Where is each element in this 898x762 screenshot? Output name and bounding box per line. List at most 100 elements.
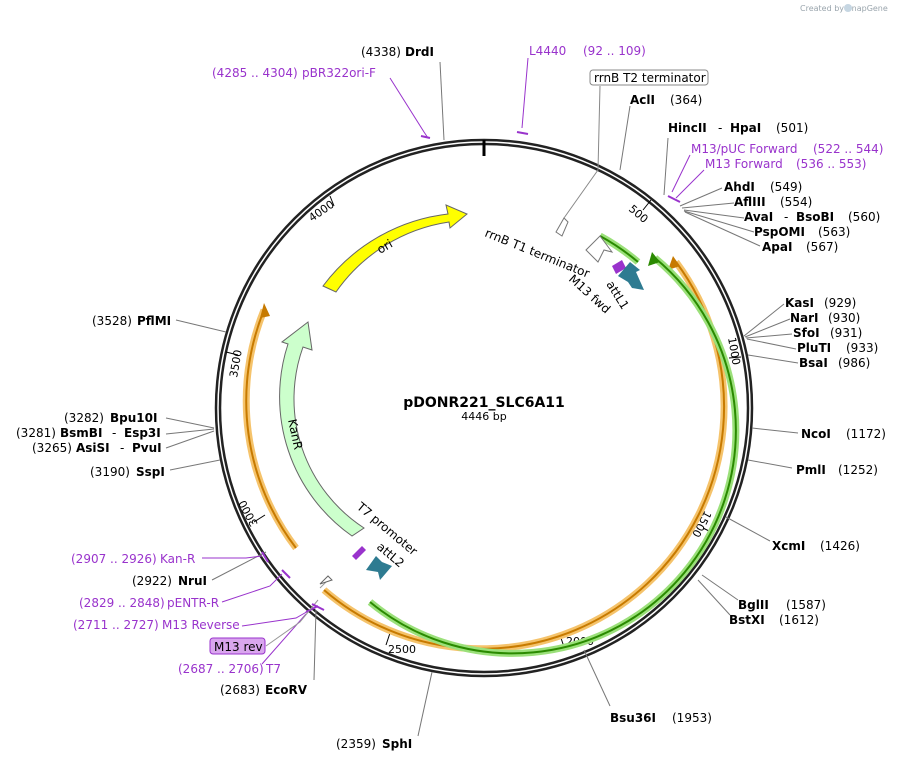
- primer-range-t7: (2687 .. 2706): [178, 662, 264, 676]
- m13puc-line: [671, 154, 691, 193]
- pmli-line: [747, 459, 793, 469]
- sspi-line: [169, 459, 221, 471]
- site-pos-pflmi: (3528): [92, 314, 132, 328]
- site-pos-xcmi: (1426): [820, 539, 860, 553]
- site-pos-apai: (567): [806, 240, 838, 254]
- site-pos-afliii: (554): [780, 195, 812, 209]
- primer-m13fwd: M13 Forward: [705, 157, 783, 171]
- primer-m13rev: M13 Reverse: [162, 618, 240, 632]
- primer-pbr322: pBR322ori-F: [302, 66, 376, 80]
- drdi-line: [439, 61, 445, 141]
- site-bsobi: BsoBI: [796, 210, 834, 224]
- site-pos-acli: (364): [670, 93, 702, 107]
- site-pos-pmli: (1252): [838, 463, 878, 477]
- m13-rev-mark: [319, 575, 333, 585]
- site-asisi-dash: -: [120, 441, 124, 455]
- site-nari: NarI: [790, 311, 819, 325]
- site-bsmbi: BsmBI: [60, 426, 102, 440]
- primer-m13puc: M13/pUC Forward: [691, 142, 798, 156]
- snapgene-logo-icon: [844, 4, 852, 12]
- site-pspomi: PspOMI: [754, 225, 805, 239]
- site-pos-hpai: (501): [776, 121, 808, 135]
- site-bstxi: BstXI: [729, 613, 765, 627]
- site-hpai: HpaI: [730, 121, 761, 135]
- site-pos-asisi: (3265): [32, 441, 72, 455]
- site-pos-bsai: (986): [838, 356, 870, 370]
- site-pluti: PluTI: [797, 341, 831, 355]
- site-avai-dash: -: [784, 210, 788, 224]
- kanr-label: KanR: [285, 418, 305, 451]
- l4440-line: [521, 57, 529, 129]
- plasmid-name: pDONR221_SLC6A11: [403, 395, 565, 411]
- kanr-arrow: [279, 321, 365, 537]
- attl2-arrow: [366, 556, 392, 580]
- site-kasi: KasI: [785, 296, 814, 310]
- site-bsai: BsaI: [799, 356, 828, 370]
- site-pos-nrui: (2922): [132, 574, 172, 588]
- site-pos-bstxi: (1612): [779, 613, 819, 627]
- site-pos-bsu36i: (1953): [672, 711, 712, 725]
- rrnb-t2-label: rrnB T2 terminator: [594, 71, 706, 85]
- bglii-line: [701, 574, 739, 601]
- site-nrui: NruI: [178, 574, 207, 588]
- ecorv-line: [313, 609, 317, 681]
- site-ecorv: EcoRV: [265, 683, 308, 697]
- site-lines-550: [679, 187, 761, 247]
- credit-text: Created by SnapGene: [800, 4, 888, 13]
- rrnb-t2-box: [589, 69, 709, 86]
- t7-promoter-mark: [352, 546, 366, 560]
- site-afliii: AflIII: [734, 195, 766, 209]
- pbr322-line: [389, 77, 429, 139]
- m13fwd-line: [675, 169, 705, 199]
- attl1-arrow: [618, 262, 644, 290]
- site-sspi: SspI: [136, 465, 165, 479]
- site-pos-pluti: (933): [846, 341, 878, 355]
- primer-l4440: L4440: [529, 44, 566, 58]
- xcmi-line: [725, 516, 771, 542]
- pentr-line: [221, 573, 283, 603]
- site-pos-kasi: (929): [824, 296, 856, 310]
- primer-range-pentr: (2829 .. 2848): [79, 596, 165, 610]
- tick-3500: 3500: [227, 349, 245, 379]
- site-xcmi: XcmI: [772, 539, 805, 553]
- site-pos-ahdi: (549): [770, 180, 802, 194]
- primer-range-pbr322: (4285 .. 4304): [212, 66, 298, 80]
- site-hincii-dash: -: [718, 121, 722, 135]
- site-pos-ecorv: (2683): [220, 683, 260, 697]
- site-pos-bsmbi: (3281): [16, 426, 56, 440]
- primer-range-kanr: (2907 .. 2926): [71, 552, 157, 566]
- bstxi-line: [697, 579, 731, 616]
- site-apai: ApaI: [762, 240, 792, 254]
- tick-1000: 1000: [725, 336, 743, 366]
- primer-range-l4440: (92 .. 109): [583, 44, 646, 58]
- site-pvui: PvuI: [132, 441, 162, 455]
- rrnb-t2-line: [563, 85, 601, 219]
- primer-range-m13puc: (522 .. 544): [813, 142, 883, 156]
- rrnb-t1-arrow: [585, 235, 614, 263]
- pflmi-line: [175, 319, 227, 333]
- site-pos-ncoi: (1172): [846, 427, 886, 441]
- primer-range-m13rev: (2711 .. 2727): [73, 618, 159, 632]
- m13-fwd-mark: [612, 260, 626, 274]
- site-sphi: SphI: [382, 737, 412, 751]
- hincii-line: [663, 137, 669, 196]
- t7-line: [261, 613, 307, 665]
- site-lines-3270: [165, 417, 215, 449]
- primer-pentr: pENTR-R: [167, 596, 219, 610]
- site-sfoi: SfoI: [793, 326, 820, 340]
- site-bpu10i: Bpu10I: [110, 411, 157, 425]
- site-drdi: DrdI: [405, 45, 434, 59]
- site-hincii: HincII: [668, 121, 707, 135]
- site-pos-drdi: (4338): [361, 45, 401, 59]
- site-pos-sspi: (3190): [90, 465, 130, 479]
- ncoi-line: [751, 427, 799, 434]
- site-bsu36i: Bsu36I: [610, 711, 656, 725]
- site-lines-930: [743, 303, 799, 364]
- site-pflmi: PflMI: [137, 314, 171, 328]
- insert-orange-arc: [242, 256, 728, 653]
- site-bsmbi-dash: -: [112, 426, 116, 440]
- acli-line: [619, 105, 631, 171]
- site-pos-pspomi: (563): [818, 225, 850, 239]
- site-pos-bpu10i: (3282): [64, 411, 104, 425]
